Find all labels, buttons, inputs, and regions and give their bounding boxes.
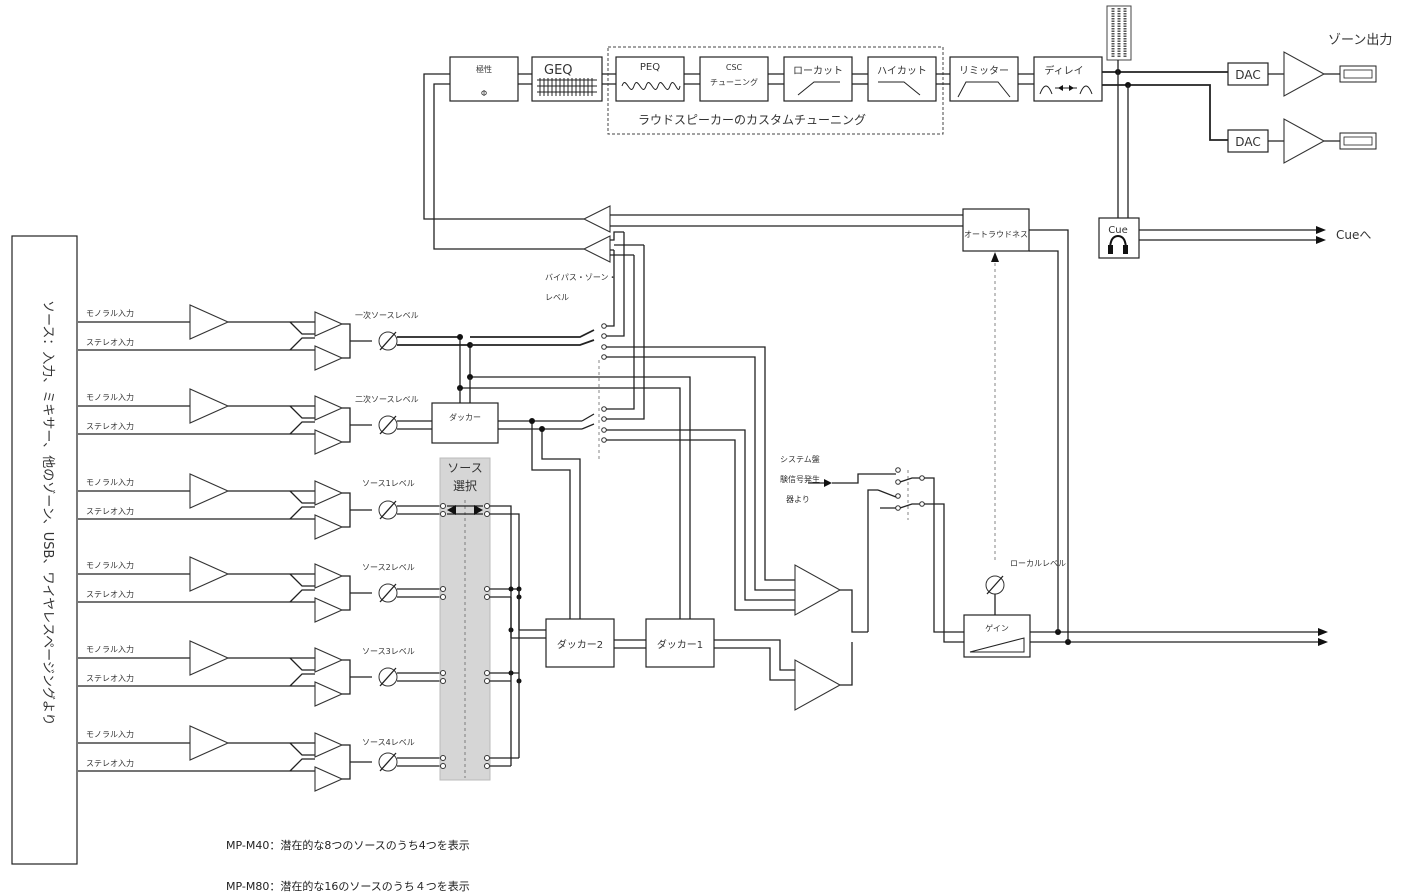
- source4-level-label: ソース4レベル: [362, 738, 415, 747]
- mono-input-label: モノラル入力: [86, 644, 134, 654]
- lowcut-label: ローカット: [793, 65, 843, 77]
- limiter-label: リミッター: [959, 65, 1009, 77]
- cue-block: Cue Cueへ: [1098, 72, 1371, 259]
- peq-curve-icon: [621, 82, 681, 90]
- priority-switches: [470, 232, 795, 611]
- input-rows: モノラル入力 ステレオ入力 モノラル入力 ステレオ入力 モノラル入力: [78, 304, 372, 792]
- source-panel: ソース：入力、ミキサー、他のゾーン、USB、ワイヤレスページングより: [11, 235, 78, 865]
- auto-loudness: オートラウドネス: [632, 208, 1069, 642]
- source3-level-label: ソース3レベル: [362, 647, 415, 656]
- mono-input-label: モノラル入力: [86, 729, 134, 739]
- bypass-label-1: バイパス・ゾーン・: [545, 273, 616, 282]
- system-tone-label-3: 器より: [786, 495, 810, 504]
- mono-input-label: モノラル入力: [86, 308, 134, 318]
- ducker-main: ダッカー: [431, 402, 582, 444]
- source1-level-label: ソース1レベル: [362, 479, 415, 488]
- ducker-label: ダッカー: [449, 412, 481, 422]
- system-tone-label-1: システム盤: [780, 454, 820, 464]
- source-select-label-2: 選択: [453, 479, 477, 493]
- bypass-label-2: レベル: [545, 293, 569, 302]
- local-level: ローカルレベル: [985, 559, 1066, 615]
- cue-label: Cue: [1108, 225, 1127, 236]
- source-select: ソース 選択: [439, 457, 491, 781]
- source-bus: [490, 505, 546, 767]
- note-m40: MP-M40：潜在的な8つのソースのうち4つを表示: [226, 838, 470, 852]
- source-select-label-1: ソース: [447, 461, 482, 475]
- primary-level-label: 一次ソースレベル: [355, 310, 419, 320]
- input-row-1: モノラル入力 ステレオ入力: [78, 304, 372, 371]
- mix-amps: [714, 489, 878, 711]
- limiter-curve-icon: [957, 81, 1011, 98]
- mono-input-label: モノラル入力: [86, 392, 134, 402]
- system-tone-label-2: 験信号発生: [780, 474, 820, 484]
- headphones-icon: [1109, 234, 1127, 251]
- source2-level-label: ソース2レベル: [362, 563, 415, 572]
- dac-label-2: DAC: [1235, 135, 1260, 149]
- zone-output-label: ゾーン出力: [1328, 33, 1392, 48]
- custom-tuning-label: ラウドスピーカーのカスタムチューニング: [638, 113, 866, 127]
- lowcut-curve-icon: [797, 81, 840, 96]
- delay-label: ディレイ: [1044, 64, 1083, 77]
- input-row-2: モノラル入力 ステレオ入力: [78, 388, 372, 455]
- geq-sliders: [537, 78, 597, 96]
- mono-input-label: モノラル入力: [86, 477, 134, 487]
- bypass-zone: バイパス・ゾーン・ レベル: [423, 73, 644, 302]
- dac-label-1: DAC: [1235, 68, 1260, 82]
- output-meter-icon: [1106, 5, 1132, 61]
- local-level-label: ローカルレベル: [1010, 559, 1066, 568]
- polarity-symbol: Φ: [481, 89, 487, 98]
- ducker1-label: ダッカー1: [657, 638, 703, 651]
- gain-label: ゲイン: [985, 623, 1009, 633]
- input-row-3: モノラル入力 ステレオ入力: [78, 473, 372, 540]
- highcut-label: ハイカット: [877, 65, 927, 77]
- system-tone: システム盤 験信号発生 器より: [780, 454, 964, 643]
- zone-output-connector-icon: [1339, 65, 1377, 150]
- auto-loudness-label: オートラウドネス: [964, 230, 1028, 239]
- csc-label-2: チューニング: [710, 77, 758, 87]
- stereo-input-label: ステレオ入力: [86, 421, 134, 431]
- ducker-2: ダッカー2: [545, 618, 646, 668]
- input-row-4: モノラル入力 ステレオ入力: [78, 556, 372, 623]
- input-row-6: モノラル入力 ステレオ入力: [78, 725, 372, 792]
- stereo-input-label: ステレオ入力: [86, 337, 134, 347]
- polarity-label: 極性: [476, 64, 492, 74]
- stereo-input-label: ステレオ入力: [86, 673, 134, 683]
- source-panel-label: ソース：入力、ミキサー、他のゾーン、USB、ワイヤレスページングより: [40, 300, 55, 726]
- mono-input-label: モノラル入力: [86, 560, 134, 570]
- level-controls: 一次ソースレベル 二次ソースレベル ソース1レベル ソース2レベル ソース3レベ…: [355, 310, 470, 772]
- peq-label: PEQ: [640, 62, 660, 73]
- ducker2-label: ダッカー2: [557, 638, 603, 651]
- highcut-curve-icon: [878, 81, 921, 96]
- top-chain: 極性 Φ GEQ ラウドスピーカーのカスタムチューニング PEQ CSC チュー…: [449, 5, 1392, 164]
- stereo-input-label: ステレオ入力: [86, 506, 134, 516]
- gain-block: ゲイン: [963, 614, 1328, 658]
- stereo-input-label: ステレオ入力: [86, 589, 134, 599]
- ducker-1: ダッカー1: [645, 618, 715, 668]
- note-m80: MP-M80：潜在的な16のソースのうち４つを表示: [226, 879, 470, 893]
- cue-out-label: Cueへ: [1336, 228, 1371, 242]
- geq-label: GEQ: [544, 63, 573, 78]
- secondary-level-label: 二次ソースレベル: [355, 394, 419, 404]
- input-row-5: モノラル入力 ステレオ入力: [78, 640, 372, 707]
- csc-label-1: CSC: [726, 63, 743, 72]
- mono-amp: [189, 304, 230, 340]
- stereo-input-label: ステレオ入力: [86, 758, 134, 768]
